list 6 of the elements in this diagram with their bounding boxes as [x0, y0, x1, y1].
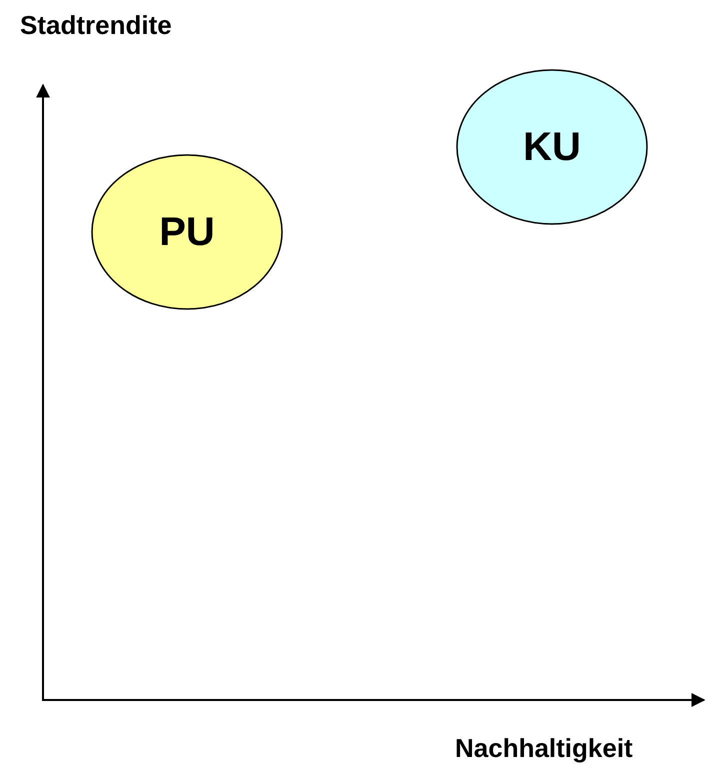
ellipse-node [91, 154, 283, 310]
x-axis-label: Nachhaltigkeit [455, 733, 633, 764]
node-label: PU [159, 210, 215, 254]
y-axis-label: Stadtrendite [20, 10, 172, 41]
node-label: KU [523, 124, 581, 170]
ellipse-node [456, 69, 648, 225]
